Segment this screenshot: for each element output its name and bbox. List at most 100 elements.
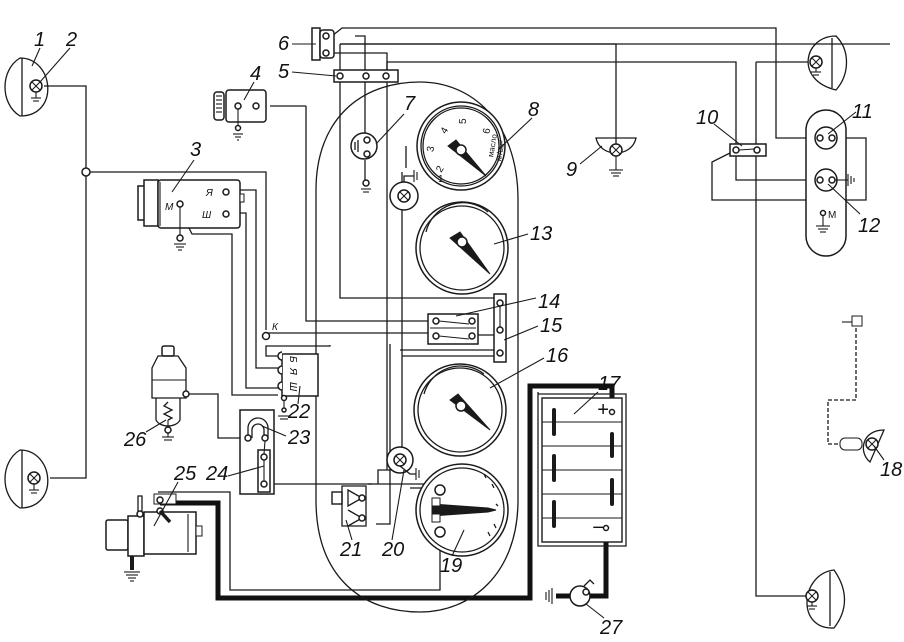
wire-node-to-k [86, 171, 267, 330]
label-19: 19 [440, 555, 462, 577]
wire-gen-m [185, 221, 278, 396]
ground-icon [847, 174, 855, 186]
leader-25 [153, 481, 179, 527]
leader-19 [451, 529, 465, 557]
ground-icon [233, 133, 243, 141]
gen-terminal-m-label: М [165, 202, 174, 213]
leader-13 [493, 233, 529, 245]
gauge-tick-1: 1 [438, 174, 444, 185]
lamp-9 [595, 137, 637, 177]
leader-18 [873, 445, 885, 461]
plug-socket-7 [350, 132, 378, 193]
wire-top-2-down [339, 44, 500, 299]
label-10: 10 [696, 107, 718, 129]
label-21: 21 [339, 539, 362, 561]
generator [137, 179, 245, 251]
gauge-tick-4: 4 [439, 125, 452, 136]
wire-block5-to-10 [386, 61, 737, 150]
leader-7 [375, 113, 405, 145]
ground-icon [413, 170, 418, 182]
fuse-21 [331, 485, 367, 527]
leader-14 [455, 297, 537, 317]
label-1: 1 [34, 29, 45, 51]
gauge-tick-3: 3 [425, 145, 437, 153]
wire-relay-b [265, 345, 331, 357]
label-9: 9 [566, 159, 577, 181]
gauge-caption: масло [486, 133, 499, 158]
gauge-13 [415, 201, 509, 295]
leader-26 [145, 419, 167, 433]
leader-4 [243, 81, 255, 101]
gauge-16 [413, 363, 507, 457]
label-15: 15 [540, 315, 563, 337]
wire-10-to-12 [735, 150, 812, 181]
wires [44, 27, 890, 601]
gen-terminal-sh-label: Ш [202, 210, 212, 221]
battery-ground-switch [545, 579, 595, 607]
leader-21 [345, 519, 353, 541]
leader-3 [171, 159, 195, 193]
leader-11 [827, 111, 857, 135]
ground-icon [415, 468, 420, 480]
ground-icon [29, 484, 39, 494]
label-11: 11 [852, 101, 873, 123]
wire-battery-positive [160, 383, 615, 601]
wire-headlamp-bus [44, 85, 87, 479]
leader-8 [497, 117, 533, 151]
gauge-tick-2: 2 [434, 164, 447, 175]
gen-terminal-ya-label: Я [205, 188, 213, 199]
label-26: 26 [123, 429, 147, 451]
label-23: 23 [287, 427, 310, 449]
wire-21-up [376, 344, 391, 525]
label-7: 7 [404, 93, 416, 115]
label-6: 6 [278, 33, 290, 55]
label-12: 12 [858, 215, 880, 237]
wire-battery-frame [537, 392, 627, 547]
battery-plus-label: + [597, 399, 609, 421]
terminal-sh [222, 210, 230, 218]
ammeter [415, 463, 509, 557]
leader-27 [585, 603, 605, 619]
leader-10 [713, 123, 743, 147]
rear-left-headlamp [4, 449, 49, 509]
trailer-lamp [827, 315, 885, 464]
front-left-headlamp [4, 57, 49, 117]
glow-plug [151, 345, 190, 441]
bulb-icon [29, 79, 43, 93]
panel-lamp [386, 446, 420, 480]
leader-16 [489, 357, 545, 389]
label-8: 8 [528, 99, 539, 121]
leader-9 [579, 145, 603, 165]
wire-switch4-to-14 [305, 106, 432, 322]
bulb-icon [609, 143, 623, 157]
leader-20 [391, 469, 405, 541]
bulb-icon [27, 471, 41, 485]
wire-rear-lower-lamp [755, 62, 808, 597]
rear-m-label: М [828, 210, 836, 221]
switch-4 [213, 89, 267, 141]
battery [541, 397, 623, 543]
wire-to-lamp9 [340, 43, 617, 152]
label-13: 13 [530, 223, 552, 245]
switch-24 [257, 440, 271, 493]
terminal-block-5 [333, 69, 399, 83]
relay-b-label: Б [287, 356, 298, 363]
label-5: 5 [278, 61, 290, 83]
bulb-icon [805, 589, 819, 603]
rear-lamp-socket-11 [814, 126, 838, 150]
ground-icon [807, 602, 817, 610]
ground-icon [278, 407, 290, 420]
oil-pressure-gauge: 1 2 3 4 5 6 масло кг/см² [416, 101, 507, 191]
k-node [261, 331, 271, 341]
k-node-label: К [272, 322, 279, 333]
wire-26-to-23 [186, 393, 248, 439]
rear-right-bottom-lamp [805, 569, 846, 629]
wire-top-1 [331, 27, 806, 139]
label-17: 17 [598, 373, 621, 395]
leader-15 [503, 325, 539, 341]
leader-22 [297, 385, 301, 405]
relay-sh-label: Ш [287, 382, 298, 392]
panel-lamp-upper [389, 170, 419, 211]
ignition-23 [239, 409, 275, 495]
label-20: 20 [381, 539, 404, 561]
